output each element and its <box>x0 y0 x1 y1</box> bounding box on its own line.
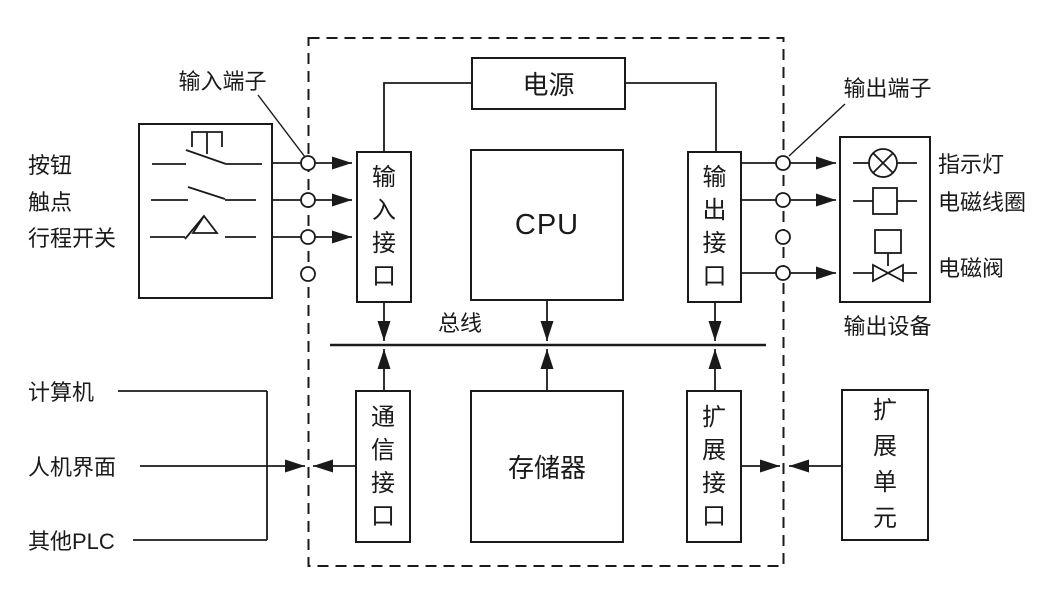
input-interface-label: 输入接口 <box>372 164 396 290</box>
indicator-lamp-symbol <box>853 148 917 178</box>
power-line-right <box>625 82 717 152</box>
output-terminal-label: 输出端子 <box>843 76 932 101</box>
bus-label: 总线 <box>437 311 482 336</box>
output-terminal-circle-1 <box>775 155 791 171</box>
output-terminal-circles <box>775 155 791 281</box>
power-label: 电源 <box>522 70 575 100</box>
input-terminal-circle-1 <box>300 155 316 171</box>
memory-label: 存储器 <box>507 453 586 483</box>
power-line-left <box>383 82 472 152</box>
expansion-unit-label: 扩展单元 <box>873 397 897 532</box>
travel-switch-label: 行程开关 <box>28 226 117 251</box>
input-terminal-circle-2 <box>300 192 316 208</box>
output-terminal-circle-3 <box>775 229 791 245</box>
input-terminal-circle-4 <box>300 266 316 282</box>
input-interface-box <box>356 151 412 303</box>
expansion-unit-box <box>841 389 929 541</box>
solenoid-coil-symbol <box>853 187 917 215</box>
contact-symbol <box>151 186 256 201</box>
output-interface-box <box>687 151 742 303</box>
comm-interface-label: 通信接口 <box>371 403 395 530</box>
solenoid-coil-label: 电磁线圈 <box>938 190 1027 215</box>
input-devices-box <box>138 123 273 299</box>
other-plc-label: 其他PLC <box>28 529 115 554</box>
expansion-interface-label: 扩展接口 <box>702 403 726 530</box>
hmi-label: 人机界面 <box>28 455 117 480</box>
memory-box <box>470 390 624 543</box>
indicator-lamp-label: 指示灯 <box>938 152 1005 177</box>
comm-interface-box <box>355 390 411 543</box>
output-terminal-circle-2 <box>775 192 791 208</box>
pushbutton-symbol <box>152 131 262 165</box>
output-terminal-circle-4 <box>775 265 791 281</box>
solenoid-valve-label: 电磁阀 <box>938 256 1005 281</box>
input-terminal-circles <box>300 155 316 282</box>
input-terminal-label: 输入端子 <box>178 69 267 94</box>
button-label: 按钮 <box>28 153 73 178</box>
output-devices-caption: 输出设备 <box>843 314 932 339</box>
input-terminal-circle-3 <box>300 229 316 245</box>
cpu-box <box>470 149 624 301</box>
travel-switch-symbol <box>150 214 256 240</box>
output-terminal-leader-line <box>788 103 846 157</box>
plc-boundary-dashed-rect <box>307 37 785 567</box>
computer-label: 计算机 <box>28 380 95 405</box>
output-interface-label: 输出接口 <box>702 164 727 290</box>
input-terminal-leader-line <box>257 94 306 158</box>
contact-label: 触点 <box>28 190 73 215</box>
cpu-label: CPU <box>514 208 580 241</box>
power-box <box>471 57 626 110</box>
expansion-interface-box <box>686 390 742 543</box>
solenoid-valve-symbol <box>853 229 917 283</box>
